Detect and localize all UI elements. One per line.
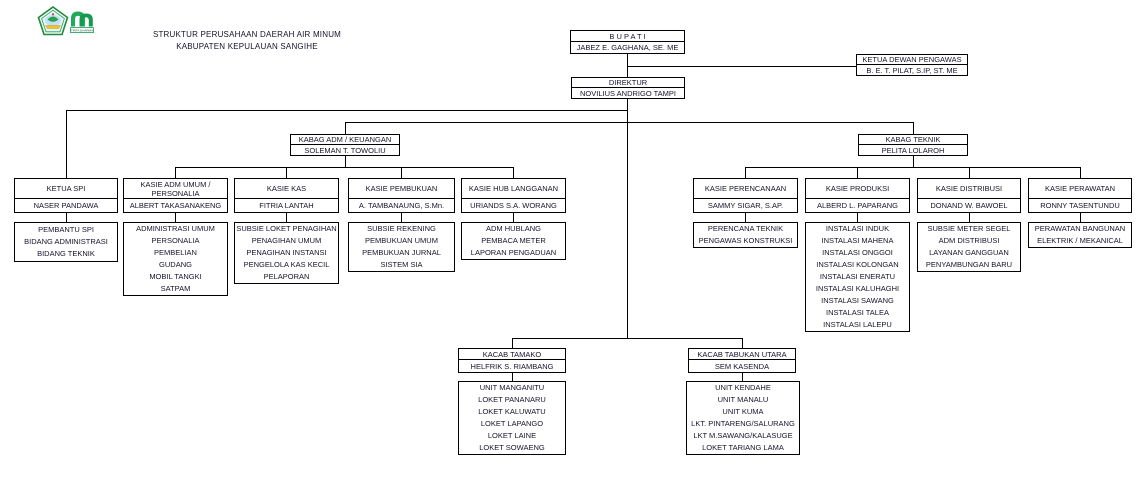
node-title: DIREKTUR (608, 78, 648, 87)
connector-staff-drop (857, 213, 858, 222)
node-kasie-perencanaan: KASIE PERENCANAAN SAMMY SIGAR, S.AP. (693, 178, 798, 213)
node-title: KASIE PRODUKSI (825, 184, 890, 193)
connector-drop (175, 167, 176, 178)
node-title: KABAG TEKNIK (885, 135, 941, 144)
chart-title: STRUKTUR PERUSAHAAN DAERAH AIR MINUM KAB… (132, 29, 362, 53)
node-title: KASIE ADM UMUM / PERSONALIA (140, 179, 211, 198)
node-name: ALBERD L. PAPARANG (806, 198, 909, 212)
node-name: URIANDS S.A. WORANG (462, 198, 565, 212)
connector-direktur-spine (627, 99, 628, 338)
connector-adm-stem (345, 156, 346, 167)
connector-teknik-stem (913, 156, 914, 167)
node-name: FITRIA LANTAH (235, 198, 338, 212)
connector-kabag-teknik-drop (913, 122, 914, 134)
connector-staff-drop (513, 213, 514, 222)
node-name: NOVILIUS ANDRIGO TAMPI (572, 87, 684, 98)
node-name: JABEZ E. GAGHANA, SE. ME (571, 41, 684, 53)
node-name: HELFRIK S. RIAMBANG (459, 359, 565, 372)
node-title: KASIE DISTRIBUSI (935, 184, 1003, 193)
pdam-logo-icon: TIRTA DHARMA (70, 9, 94, 35)
connector-adm-bus (175, 167, 513, 168)
staff-list-pembukuan: SUBSIE REKENING PEMBUKUAN UMUM PEMBUKUAN… (348, 222, 455, 272)
connector-staff-drop (175, 213, 176, 222)
node-title: KABAG ADM / KEUANGAN (298, 135, 392, 144)
node-title: KETUA DEWAN PENGAWAS (862, 55, 962, 64)
node-name: PELITA LOLAROH (859, 144, 967, 155)
connector-staff-drop (286, 213, 287, 222)
connector-drop (513, 167, 514, 178)
node-direktur: DIREKTUR NOVILIUS ANDRIGO TAMPI (571, 77, 685, 99)
node-name: RONNY TASENTUNDU (1029, 198, 1131, 212)
node-name: SEM KASENDA (689, 359, 795, 372)
connector-staff-drop (745, 213, 746, 222)
connector-drop (286, 167, 287, 178)
node-kasie-hub-langganan: KASIE HUB LANGGANAN URIANDS S.A. WORANG (461, 178, 566, 213)
staff-list-spi: PEMBANTU SPI BIDANG ADMINISTRASI BIDANG … (14, 222, 118, 262)
node-ketua-spi: KETUA SPI NASER PANDAWA (14, 178, 118, 213)
node-title: KASIE KAS (266, 184, 307, 193)
node-ketua-dewan-pengawas: KETUA DEWAN PENGAWAS B. E. T. PILAT, S.I… (856, 54, 968, 76)
node-bupati: B U P A T I JABEZ E. GAGHANA, SE. ME (570, 30, 685, 54)
node-name: ALBERT TAKASANAKENG (124, 198, 227, 212)
staff-list-kacab-tamako: UNIT MANGANITU LOKET PANANARU LOKET KALU… (458, 381, 566, 455)
node-title: KASIE PERENCANAAN (704, 184, 787, 193)
connector-bupati-dewan (627, 66, 856, 67)
node-title: KASIE PEMBUKUAN (365, 184, 438, 193)
connector-kabag-bus (345, 122, 913, 123)
node-name: A. TAMBANAUNG, S.Mn. (349, 198, 454, 212)
staff-list-perencanaan: PERENCANA TEKNIK PENGAWAS KONSTRUKSI (693, 222, 798, 248)
staff-list-distribusi: SUBSIE METER SEGEL ADM DISTRIBUSI LAYANA… (917, 222, 1021, 272)
staff-list-kacab-tabukan: UNIT KENDAHE UNIT MANALU UNIT KUMA LKT. … (686, 381, 800, 455)
regency-seal-icon (37, 6, 69, 36)
connector-kabag-adm-drop (345, 122, 346, 134)
node-title: KACAB TABUKAN UTARA (697, 349, 787, 359)
connector-teknik-bus (745, 167, 1080, 168)
node-kasie-pembukuan: KASIE PEMBUKUAN A. TAMBANAUNG, S.Mn. (348, 178, 455, 213)
connector-staff-drop (401, 213, 402, 222)
connector-drop (401, 167, 402, 178)
connector-staff-drop (1080, 213, 1081, 222)
connector-kacab-tabukan-drop (742, 338, 743, 348)
connector-drop (969, 167, 970, 178)
staff-list-produksi: INSTALASI INDUK INSTALASI MAHENA INSTALA… (805, 222, 910, 332)
node-title: KETUA SPI (46, 184, 86, 193)
connector-bupati-direktur (627, 54, 628, 77)
node-kasie-distribusi: KASIE DISTRIBUSI DONAND W. BAWOEL (917, 178, 1021, 213)
node-title: KASIE HUB LANGGANAN (468, 184, 559, 193)
connector-staff-drop (969, 213, 970, 222)
node-name: NASER PANDAWA (15, 198, 117, 212)
connector-staff-drop (742, 373, 743, 381)
pdam-logo-caption: TIRTA DHARMA (71, 28, 93, 32)
node-title: KACAB TAMAKO (482, 349, 542, 359)
connector-drop (745, 167, 746, 178)
connector-spi-bus (66, 110, 627, 111)
node-kacab-tamako: KACAB TAMAKO HELFRIK S. RIAMBANG (458, 348, 566, 373)
staff-list-hub-langganan: ADM HUBLANG PEMBACA METER LAPORAN PENGAD… (461, 222, 566, 260)
node-kasie-adm-umum: KASIE ADM UMUM / PERSONALIA ALBERT TAKAS… (123, 178, 228, 213)
node-kasie-perawatan: KASIE PERAWATAN RONNY TASENTUNDU (1028, 178, 1132, 213)
connector-spi-drop (66, 110, 67, 178)
node-kasie-kas: KASIE KAS FITRIA LANTAH (234, 178, 339, 213)
node-kabag-adm-keuangan: KABAG ADM / KEUANGAN SOLEMAN T. TOWOLIU (290, 134, 400, 156)
connector-staff-drop (512, 373, 513, 381)
node-kasie-produksi: KASIE PRODUKSI ALBERD L. PAPARANG (805, 178, 910, 213)
node-name: SOLEMAN T. TOWOLIU (291, 144, 399, 155)
connector-staff-drop (66, 213, 67, 222)
staff-list-kas: SUBSIE LOKET PENAGIHAN PENAGIHAN UMUM PE… (234, 222, 339, 284)
connector-kacab-tamako-drop (512, 338, 513, 348)
connector-kacab-bus (512, 338, 742, 339)
staff-list-adm-umum: ADMINISTRASI UMUM PERSONALIA PEMBELIAN G… (123, 222, 228, 296)
connector-drop (857, 167, 858, 178)
node-title: KASIE PERAWATAN (1044, 184, 1115, 193)
staff-list-perawatan: PERAWATAN BANGUNAN ELEKTRIK / MEKANICAL (1028, 222, 1132, 248)
chart-title-line2: KABUPATEN KEPULAUAN SANGIHE (176, 42, 318, 51)
node-kacab-tabukan-utara: KACAB TABUKAN UTARA SEM KASENDA (688, 348, 796, 373)
connector-drop (1080, 167, 1081, 178)
node-name: DONAND W. BAWOEL (918, 198, 1020, 212)
node-title: B U P A T I (609, 31, 646, 41)
node-name: B. E. T. PILAT, S.IP, ST. ME (857, 64, 967, 75)
node-name: SAMMY SIGAR, S.AP. (694, 198, 797, 212)
chart-title-line1: STRUKTUR PERUSAHAAN DAERAH AIR MINUM (152, 30, 342, 39)
node-kabag-teknik: KABAG TEKNIK PELITA LOLAROH (858, 134, 968, 156)
